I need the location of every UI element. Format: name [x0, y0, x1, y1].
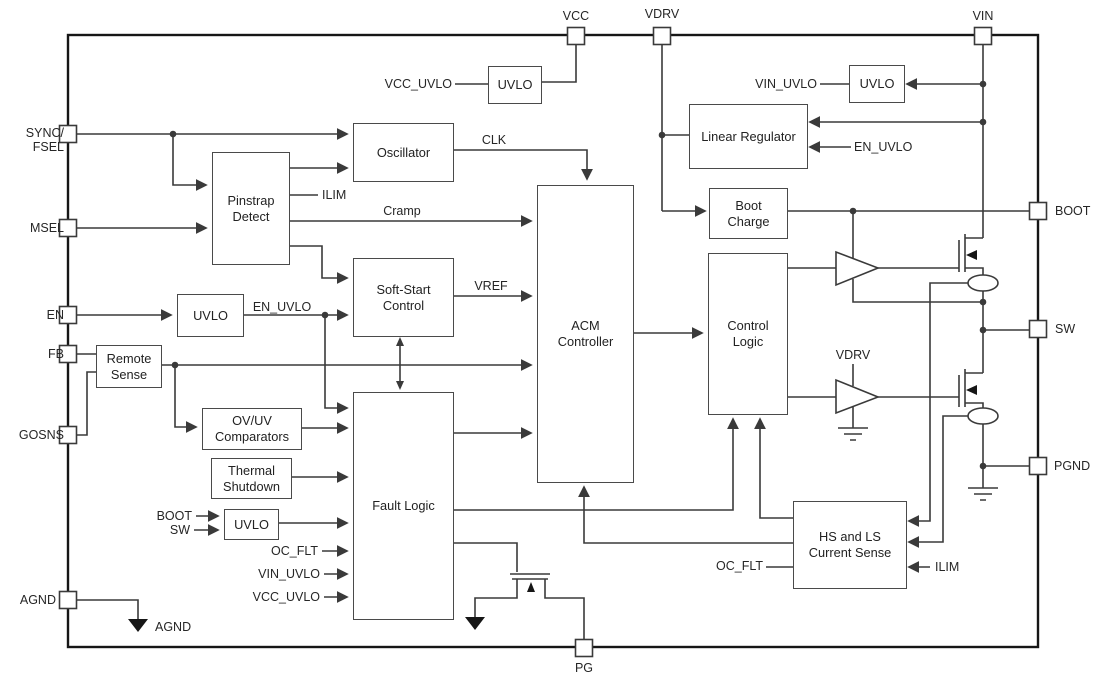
block-en-uvlo: UVLO — [177, 294, 244, 337]
wire-sync-to-pinstrap — [172, 134, 208, 191]
pin-label-sync-fsel: SYNC/ FSEL — [25, 126, 64, 154]
wire-ls-sense — [907, 415, 968, 548]
pin-label-agnd: AGND — [19, 593, 56, 607]
signal-label-vin-uvlo: VIN_UVLO — [755, 77, 817, 91]
block-thermal-shutdown: Thermal Shutdown — [211, 458, 292, 499]
agnd-ground-icon — [128, 619, 148, 632]
block-vin-uvlo: UVLO — [849, 65, 905, 103]
block-pinstrap-detect: Pinstrap Detect — [212, 152, 290, 265]
block-current-sense: HS and LS Current Sense — [793, 501, 907, 589]
pin-label-pg: PG — [574, 661, 594, 675]
wire-cs-to-acm — [578, 485, 793, 544]
pin-agnd — [58, 590, 78, 610]
pin-pg — [574, 638, 594, 658]
block-fault-logic: Fault Logic — [353, 392, 454, 620]
hs-gate-driver — [835, 250, 881, 287]
wire-vcc-to-uvlo — [540, 44, 577, 83]
pins — [58, 26, 1048, 658]
wire-clk — [452, 149, 593, 181]
pin-sync-fsel — [58, 124, 78, 144]
pgfet-arrow-icon — [527, 582, 535, 592]
pin-label-vcc: VCC — [562, 9, 590, 23]
ls-fet — [958, 369, 984, 408]
pin-msel — [58, 218, 78, 238]
block-remote-sense: Remote Sense — [96, 345, 162, 388]
hs-fet-arrow-icon — [966, 250, 977, 260]
pin-label-fb: FB — [48, 347, 64, 361]
pin-gosns — [58, 425, 78, 445]
ls-fet-arrow-icon — [966, 385, 977, 395]
arrow-up-icon — [396, 337, 404, 346]
wire-hsdriver-return — [852, 279, 983, 303]
signal-label-oc-flt-fault: OC_FLT — [271, 544, 318, 558]
signal-label-vcc-uvlo-fault: VCC_UVLO — [252, 590, 320, 604]
hs-fet — [958, 234, 984, 275]
wire-hs-sense — [907, 282, 968, 527]
wire-enuvlo-to-fault — [324, 315, 349, 414]
pin-pgnd — [1028, 456, 1048, 476]
signal-label-vref: VREF — [474, 279, 508, 293]
arrow-down-icon — [396, 381, 404, 390]
ground-lsdriver — [838, 427, 868, 441]
signal-label-en-uvlo-linreg: EN_UVLO — [854, 140, 913, 154]
block-boot-charge: Boot Charge — [709, 188, 788, 239]
block-bootsw-uvlo: UVLO — [224, 509, 279, 540]
pin-label-pgnd: PGND — [1054, 459, 1091, 473]
pgfet-drain-to-pg — [544, 579, 585, 639]
ls-current-sense-bubble — [967, 407, 999, 425]
signal-label-boot-in: BOOT — [156, 509, 192, 523]
wire-fb-to-ovuv — [174, 365, 198, 433]
signal-label-cramp: Cramp — [383, 204, 421, 218]
pin-vdrv — [652, 26, 672, 46]
block-ovuv-comparators: OV/UV Comparators — [202, 408, 302, 450]
signal-label-sw-in: SW — [169, 523, 190, 537]
pin-label-vdrv: VDRV — [644, 7, 680, 21]
pin-vin — [973, 26, 993, 46]
pgfet-ground-icon — [465, 617, 485, 630]
signal-label-vin-uvlo-fault: VIN_UVLO — [258, 567, 320, 581]
signal-label-ilim: ILIM — [322, 188, 347, 202]
block-acm-controller: ACM Controller — [537, 185, 634, 483]
signal-label-agnd-symbol: AGND — [155, 620, 192, 634]
ls-gate-driver — [835, 378, 881, 415]
signal-label-clk: CLK — [481, 133, 507, 147]
wire-fault-to-control — [452, 417, 739, 511]
pin-en — [58, 305, 78, 325]
wire-cs-to-control — [754, 417, 793, 519]
signal-label-vdrv-driver: VDRV — [835, 348, 871, 362]
pin-label-gosns: GOSNS — [18, 428, 64, 442]
block-soft-start: Soft-Start Control — [353, 258, 454, 337]
wire-ls-to-pgnd — [982, 424, 1029, 467]
wire-pinstrap-to-softstart — [288, 245, 349, 284]
pin-label-sw: SW — [1055, 322, 1076, 336]
pin-vcc — [566, 26, 586, 46]
signal-label-en-uvlo: EN_UVLO — [252, 300, 312, 314]
pin-boot — [1028, 201, 1048, 221]
signal-label-vcc-uvlo: VCC_UVLO — [384, 77, 452, 91]
pin-label-msel: MSEL — [29, 221, 64, 235]
block-vcc-uvlo: UVLO — [488, 66, 542, 104]
pin-sw — [1028, 319, 1048, 339]
block-control-logic: Control Logic — [708, 253, 788, 415]
block-oscillator: Oscillator — [353, 123, 454, 182]
pin-fb — [58, 344, 78, 364]
junction-dots — [169, 80, 987, 470]
pin-label-boot: BOOT — [1055, 204, 1091, 218]
pin-label-en: EN — [46, 308, 64, 322]
wire-fault-to-pgfet-gate — [452, 542, 518, 572]
ground-pgnd — [968, 487, 998, 501]
signal-label-ilim-cs: ILIM — [935, 560, 960, 574]
chip-outline — [66, 33, 1040, 649]
hs-current-sense-bubble — [967, 274, 999, 292]
signal-label-oc-flt-cs: OC_FLT — [716, 559, 763, 573]
wire-gosns — [77, 371, 96, 436]
pin-label-vin: VIN — [972, 9, 994, 23]
block-linear-regulator: Linear Regulator — [689, 104, 808, 169]
wire-agnd — [77, 599, 139, 619]
pgfet-source — [474, 579, 518, 617]
